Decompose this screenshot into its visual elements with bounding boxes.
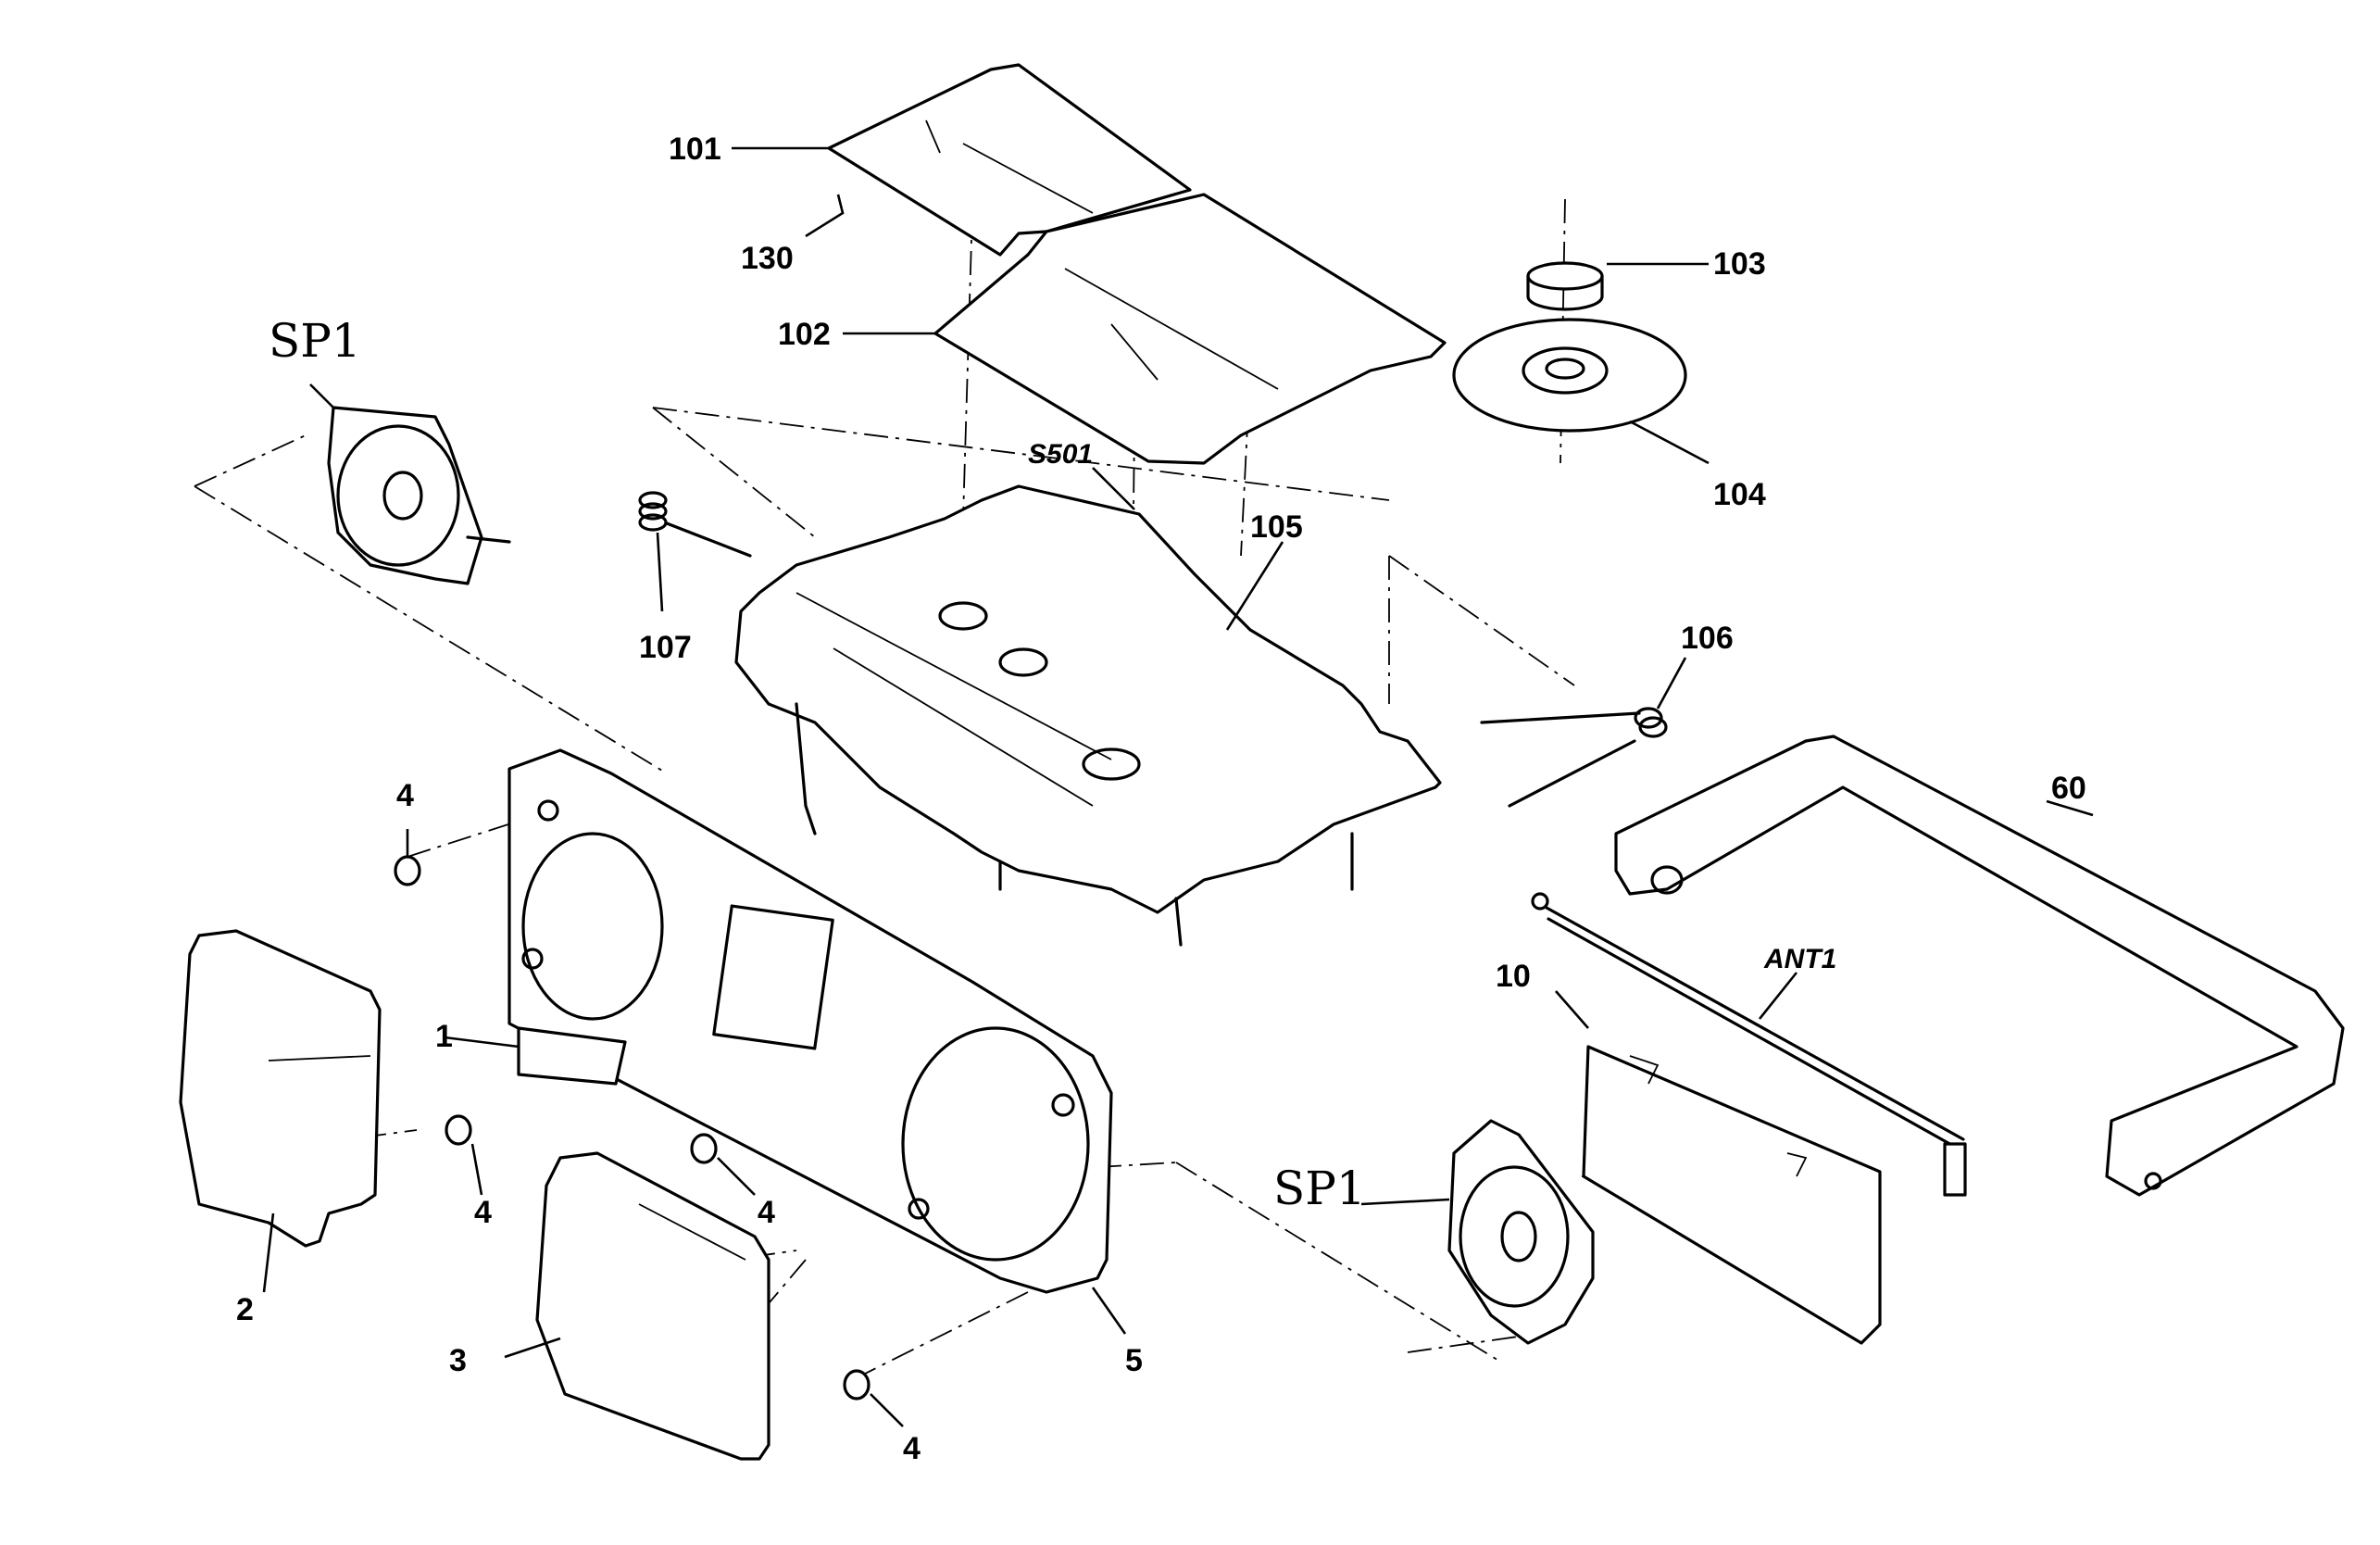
callout-106: 106 [1681, 621, 1734, 656]
bracket-part-10 [1582, 1045, 1882, 1345]
callout-60: 60 [2051, 771, 2086, 806]
handle-part [1614, 735, 2345, 1197]
chassis-part [734, 484, 1442, 947]
callout-leaders [262, 146, 2094, 1427]
lid-top-part [827, 63, 1192, 257]
callout-107: 107 [639, 630, 692, 665]
callout-4d: 4 [903, 1431, 921, 1466]
lid-lower-part [933, 193, 1447, 465]
callout-104: 104 [1713, 477, 1766, 512]
callout-ant1: ANT1 [1763, 944, 1836, 974]
callout-sp1-bottom: SP1 [1273, 1162, 1366, 1215]
callout-130: 130 [741, 241, 794, 276]
callout-102: 102 [778, 317, 831, 352]
callouts: 101 130 102 103 104 105 S501 107 106 SP1… [236, 132, 2086, 1466]
front-cabinet-part [507, 748, 1113, 1294]
callout-3: 3 [449, 1343, 467, 1378]
grille-left-part [179, 929, 382, 1248]
speaker-top [327, 406, 511, 585]
callout-10: 10 [1496, 959, 1531, 994]
speaker-bottom [1447, 1119, 1595, 1345]
grille-center-part [535, 1151, 770, 1461]
label-plate-part [517, 1026, 627, 1086]
callout-5: 5 [1125, 1343, 1143, 1378]
callout-sp1-top: SP1 [269, 314, 361, 368]
button-parts [394, 855, 871, 1401]
spring-part-107 [638, 491, 752, 558]
callout-4a: 4 [396, 778, 414, 813]
spring-part-106 [1480, 707, 1668, 808]
callout-103: 103 [1713, 246, 1766, 282]
antenna-part [1531, 892, 1967, 1197]
callout-1: 1 [435, 1019, 453, 1054]
callout-2: 2 [236, 1292, 254, 1327]
callout-4c: 4 [758, 1195, 775, 1230]
disc-parts [1452, 261, 1687, 433]
callout-4b: 4 [474, 1195, 492, 1230]
callout-105: 105 [1250, 509, 1303, 545]
callout-s501: S501 [1028, 439, 1093, 470]
callout-101: 101 [669, 132, 721, 167]
